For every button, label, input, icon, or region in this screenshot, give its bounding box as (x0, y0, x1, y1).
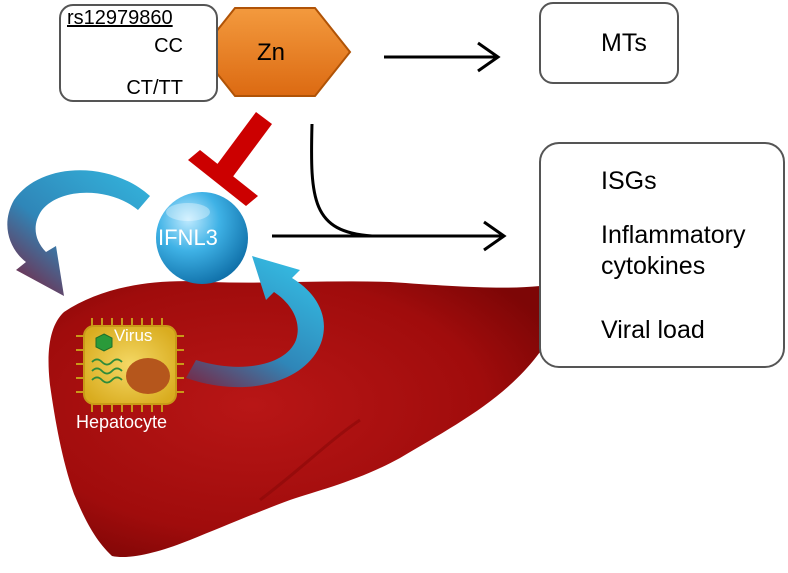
inhibition-arrow (188, 112, 272, 206)
zinc-label: Zn (257, 39, 286, 66)
hepatocyte-label: Hepatocyte (76, 412, 168, 432)
curved-arrow-hepatocyte-to-ifnl3 (186, 256, 324, 388)
curved-arrow-ifnl3-to-liver (7, 170, 151, 296)
arrow-zn-to-mts (384, 41, 501, 73)
ifnl3-highlight (166, 203, 210, 221)
mts-box (539, 2, 679, 84)
isgs-label: ISGs (601, 167, 657, 195)
viral-rna-icon (91, 358, 123, 384)
outcomes-box (539, 142, 785, 368)
ifnl3-label: IFNL3 (158, 225, 218, 250)
ifnl3-sphere (156, 192, 248, 284)
virus-hexagon-icon (95, 333, 113, 352)
virus-label: Virus (114, 326, 153, 345)
hepatocyte-cell (76, 318, 184, 412)
genotype-cc-label: CC (154, 35, 183, 57)
liver-lobe-line (259, 418, 361, 502)
snp-id: rs12979860 (67, 7, 173, 29)
snp-box (59, 4, 218, 102)
arrow-combined-to-outcomes (272, 123, 507, 252)
hepatocyte-nucleus (126, 358, 170, 394)
viral-load-label: Viral load (601, 316, 705, 344)
cytokines-label: Inflammatory cytokines (601, 221, 746, 280)
mts-label: MTs (601, 29, 647, 57)
genotype-cttt-label: CT/TT (126, 77, 183, 99)
